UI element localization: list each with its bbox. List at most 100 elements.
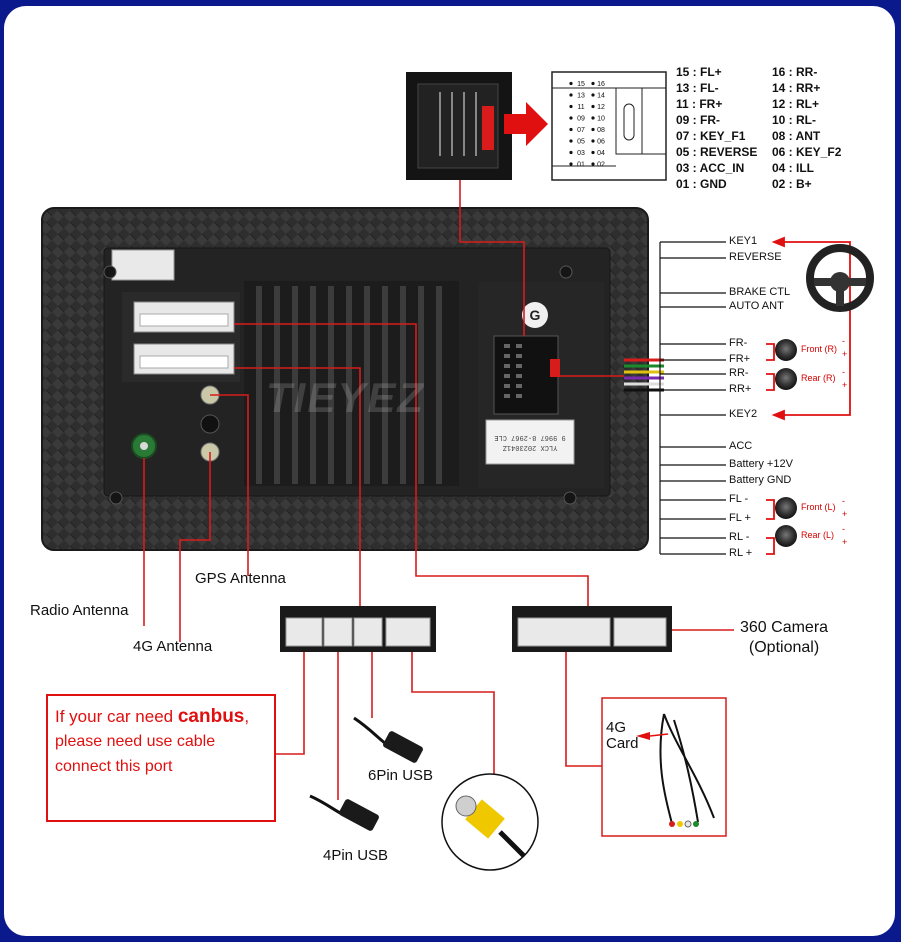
wire-label-rr-plus: RR+ (729, 383, 752, 395)
wire-label-fr-minus: FR- (729, 337, 748, 349)
fourg-card-label: 4G Card (606, 720, 639, 752)
connector-pin-number: 08 (597, 127, 605, 134)
usb-canbus-connector (280, 606, 436, 652)
radio-antenna-label: Radio Antenna (30, 602, 129, 619)
wire-label-brake-ctl: BRAKE CTL (729, 286, 791, 298)
connector-pin-dot (591, 104, 595, 109)
canbus-note: If your car need canbus, please need use… (46, 694, 276, 822)
connector-pin-dot (591, 116, 595, 120)
connector-pin-dot (591, 127, 595, 132)
pin-legend: 15 : FL+ 16 : RR-13 : FL-14 : RR+11 : FR+… (676, 64, 866, 192)
wire-label-fl-plus: FL + (729, 512, 751, 524)
pin-legend-right: 04 : ILL (772, 161, 815, 175)
wire-label-auto-ant: AUTO ANT (729, 300, 784, 312)
pin-legend-row: 01 : GND 02 : B+ (676, 176, 866, 192)
pin-legend-left: 07 : KEY_F1 (676, 129, 746, 143)
pin-legend-right: 16 : RR- (772, 65, 818, 79)
connector-pin-dot (569, 162, 573, 166)
wire-tree (659, 241, 726, 555)
svg-text:G: G (530, 307, 541, 323)
connector-pin-dot (569, 139, 573, 143)
connector-pin-dot (591, 81, 595, 86)
connector-pin-number: 01 (577, 162, 585, 169)
wire-label-reverse: REVERSE (729, 251, 782, 263)
connector-pin-number: 11 (577, 104, 584, 111)
speaker-label-rear-r: Rear (R) (801, 373, 836, 383)
pin-legend-left: 01 : GND (676, 177, 727, 191)
connector-pin-dot (591, 139, 595, 143)
fourg-card-label-line2: Card (606, 735, 639, 752)
pin-legend-right: 10 : RL- (772, 113, 817, 127)
wire-label-rl-minus: RL - (729, 531, 750, 543)
speaker-minus-rear-r: - (842, 367, 845, 377)
wiring-diagram-graphic: G YLCX 2023041Z 9 9967 8-2967 CLE (41, 71, 874, 871)
connector-pin-dot (591, 162, 595, 166)
pin-legend-row: 11 : FR+12 : RL+ (676, 96, 866, 112)
speaker-label-rear-l: Rear (L) (801, 530, 835, 540)
canbus-note-line3: connect this port (55, 758, 173, 775)
main-iso-socket (493, 335, 560, 415)
pin-legend-row: 13 : FL-14 : RR+ (676, 80, 866, 96)
pin-legend-left: 11 : FR+ (676, 97, 723, 111)
harness-port-bottom (133, 343, 235, 375)
canbus-note-line1: If your car need canbus, (55, 706, 250, 727)
speaker-plus-rear-r: + (842, 380, 848, 390)
pin-legend-right: 06 : KEY_F2 (772, 145, 842, 159)
speaker-label-front-l: Front (L) (801, 502, 836, 512)
connector-pin-dot (569, 116, 573, 120)
usb-4pin-label: 4Pin USB (323, 847, 389, 864)
pin-legend-left: 09 : FR- (676, 113, 721, 127)
gps-antenna-label: GPS Antenna (195, 570, 286, 587)
wire-label-key2: KEY2 (729, 408, 758, 420)
connector-pin-number: 07 (577, 127, 585, 134)
connector-pin-number: 04 (597, 150, 605, 157)
connector-pin-dot (591, 150, 595, 155)
connector-photo (406, 72, 512, 180)
connector-pin-dot (569, 81, 573, 86)
camera-connector (512, 606, 672, 652)
harness-port-top (133, 301, 235, 333)
connector-pin-number: 14 (597, 93, 605, 100)
wire-label-battery-gnd: Battery GND (729, 474, 792, 486)
connector-pin-number: 13 (577, 93, 585, 100)
wire-label-rr-minus: RR- (729, 367, 749, 379)
steering-wheel-icon (806, 244, 874, 312)
connector-pin-number: 02 (597, 162, 605, 169)
connector-pin-number: 09 (577, 116, 585, 123)
speaker-plus-front-l: + (842, 509, 848, 519)
fourg-card-label-line1: 4G (606, 719, 627, 736)
camera-label-line2: (Optional) (748, 639, 820, 656)
pin-legend-row: 09 : FR- 10 : RL- (676, 112, 866, 128)
connector-pin-number: 16 (597, 81, 605, 88)
connector-pin-number: 12 (597, 104, 605, 111)
speaker-minus-front-r: - (842, 336, 845, 346)
diagram-card: G YLCX 2023041Z 9 9967 8-2967 CLE (4, 6, 895, 936)
rca-video-plug (441, 773, 539, 871)
svg-text:9 9967 8-2967 CLE: 9 9967 8-2967 CLE (494, 433, 565, 441)
usb-6pin-label: 6Pin USB (368, 767, 434, 784)
callout-lines (143, 180, 734, 800)
fourg-antenna-label: 4G Antenna (133, 638, 213, 655)
wire-label-battery-12v: Battery +12V (729, 458, 793, 470)
fourg-card-cable-box (601, 697, 727, 837)
speaker-minus-rear-l: - (842, 524, 845, 534)
connector-pin-dot (569, 104, 573, 109)
speaker-plus-rear-l: + (842, 537, 848, 547)
pin-legend-left: 15 : FL+ (676, 65, 722, 79)
unit-label: YLCX 2023041Z 9 9967 8-2967 CLE (485, 419, 575, 465)
connector-pin-dot (569, 127, 573, 132)
steering-key-loop (766, 236, 851, 555)
pin-legend-right: 02 : B+ (772, 177, 812, 191)
canbus-note-line2: please need use cable (55, 733, 216, 750)
camera-label: 360 Camera (Optional) (740, 618, 828, 658)
pin-legend-left: 05 : REVERSE (676, 145, 758, 159)
connector-pin-dot (569, 150, 573, 155)
harness-bundle (624, 358, 664, 392)
svg-text:YLCX 2023041Z: YLCX 2023041Z (503, 443, 558, 451)
pin-legend-row: 05 : REVERSE 06 : KEY_F2 (676, 144, 866, 160)
speaker-minus-front-l: - (842, 496, 845, 506)
pin-legend-right: 14 : RR+ (772, 81, 821, 95)
connector-pin-dot (591, 93, 595, 97)
